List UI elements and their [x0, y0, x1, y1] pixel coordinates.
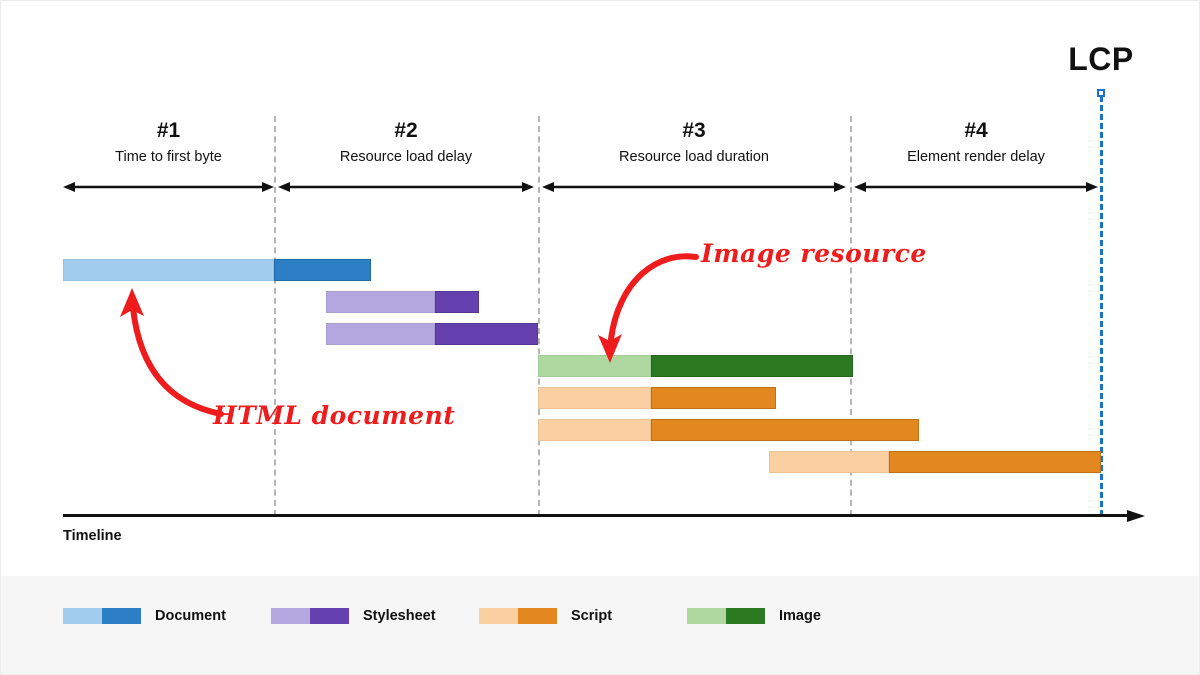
- legend-swatch-stylesheet: [271, 608, 349, 624]
- swatch-dark: [518, 608, 557, 624]
- swatch-light: [63, 608, 102, 624]
- bar-segment-delay: [326, 291, 435, 313]
- swatch-dark: [310, 608, 349, 624]
- bar-segment-delay: [538, 355, 651, 377]
- resource-bar-script-7: [769, 451, 1101, 473]
- phase-number-1: #1: [156, 119, 181, 142]
- bar-segment-delay: [769, 451, 889, 473]
- annotation-image-resource: Image resource: [701, 239, 927, 268]
- timeline-arrow-icon: [1127, 510, 1145, 522]
- resource-bar-stylesheet-2: [326, 291, 479, 313]
- bar-segment-download: [651, 419, 919, 441]
- bar-segment-delay: [326, 323, 435, 345]
- legend-item-stylesheet[interactable]: Stylesheet: [271, 608, 436, 624]
- swatch-light: [687, 608, 726, 624]
- lcp-label: LCP: [1068, 41, 1134, 77]
- phase-name-2: Resource load delay: [339, 149, 473, 166]
- legend-label-document: Document: [155, 608, 226, 624]
- resource-bar-image-4: [538, 355, 853, 377]
- phase-number-4: #4: [964, 119, 988, 142]
- legend-label-stylesheet: Stylesheet: [363, 608, 436, 624]
- legend-band: Document Stylesheet Script Image: [1, 576, 1199, 674]
- phase-measure-arrow-1: [63, 179, 274, 197]
- legend-label-image: Image: [779, 608, 821, 624]
- legend-item-image[interactable]: Image: [687, 608, 821, 624]
- resource-bar-stylesheet-3: [326, 323, 538, 345]
- phase-measure-arrow-2: [278, 179, 534, 197]
- phase-separator-3: [850, 116, 852, 516]
- resource-bar-script-5: [538, 387, 776, 409]
- bar-segment-download: [435, 323, 538, 345]
- legend-swatch-script: [479, 608, 557, 624]
- swatch-dark: [102, 608, 141, 624]
- resource-bar-script-6: [538, 419, 919, 441]
- phase-name-3: Resource load duration: [619, 149, 769, 166]
- annotation-arrow-image-resource: [598, 253, 699, 363]
- bar-segment-download: [274, 259, 371, 281]
- bar-segment-delay: [63, 259, 274, 281]
- timeline-axis-label: Timeline: [63, 528, 122, 544]
- bar-segment-download: [651, 355, 853, 377]
- legend-swatch-image: [687, 608, 765, 624]
- bar-segment-download: [435, 291, 479, 313]
- legend-swatch-document: [63, 608, 141, 624]
- legend-label-script: Script: [571, 608, 613, 624]
- phase-number-2: #2: [394, 119, 418, 142]
- legend-item-document[interactable]: Document: [63, 608, 226, 624]
- phase-name-4: Element render delay: [907, 149, 1045, 166]
- bar-segment-delay: [538, 387, 651, 409]
- swatch-dark: [726, 608, 765, 624]
- phase-separator-2: [538, 116, 540, 516]
- legend-item-script[interactable]: Script: [479, 608, 612, 624]
- phase-separator-1: [274, 116, 276, 516]
- swatch-light: [479, 608, 518, 624]
- swatch-light: [271, 608, 310, 624]
- bar-segment-delay: [538, 419, 651, 441]
- bar-segment-download: [889, 451, 1101, 473]
- phase-number-3: #3: [682, 119, 706, 142]
- phase-measure-arrow-3: [542, 179, 846, 197]
- lcp-marker-line: [1100, 96, 1103, 516]
- resource-bar-document-1: [63, 259, 371, 281]
- bar-segment-download: [651, 387, 776, 409]
- timeline-axis: [63, 514, 1131, 517]
- phase-measure-arrow-4: [854, 179, 1098, 197]
- phase-name-1: Time to first byte: [115, 149, 222, 166]
- annotation-html-document: HTML document: [213, 401, 456, 430]
